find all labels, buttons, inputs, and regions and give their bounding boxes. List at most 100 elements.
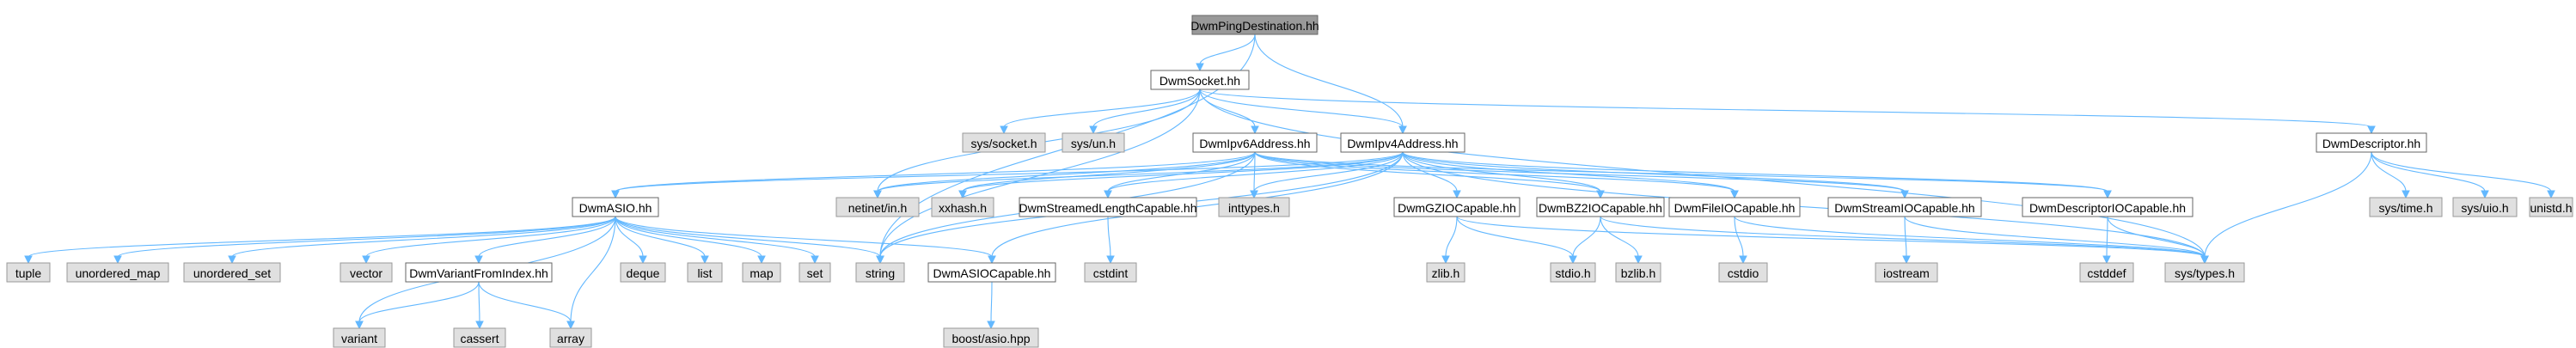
node-list: list [687, 262, 723, 283]
node-dwm-file-iocapable[interactable]: DwmFileIOCapable.hh [1668, 197, 1801, 217]
arrowhead-icon [566, 321, 575, 330]
edge-dwm-file-iocapable-to-sys-types [1734, 216, 2206, 258]
edge-dwm-asio-to-deque [615, 216, 644, 258]
node-box [2079, 262, 2134, 283]
node-dwm-socket[interactable]: DwmSocket.hh [1150, 70, 1250, 90]
edge-dwm-ipv4-address-to-dwm-file-iocapable [1402, 151, 1735, 192]
edge-dwm-ipv6-address-to-inttypes [1253, 151, 1256, 192]
node-label: DwmIpv6Address.hh [1199, 137, 1310, 150]
node-box [1340, 132, 1465, 153]
node-boost-asio: boost/asio.hpp [943, 327, 1039, 348]
node-dwm-descriptor-iocapable[interactable]: DwmDescriptorIOCapable.hh [2022, 197, 2194, 217]
edge-dwm-ipv6-address-to-dwm-descriptor-iocapable [1254, 151, 2108, 192]
node-array: array [549, 327, 592, 348]
edge-dwm-asio-to-tuple [28, 216, 616, 258]
edge-dwm-socket-to-sys-un [1092, 89, 1201, 128]
arrowhead-icon [701, 255, 709, 265]
arrowhead-icon [1251, 125, 1259, 135]
edge-dwm-stream-iocapable-to-sys-types [1904, 216, 2206, 258]
edge-dwm-gziocapable-to-stdio [1456, 216, 1574, 258]
arrowhead-icon [2200, 255, 2209, 265]
node-label: sys/socket.h [970, 137, 1037, 150]
edge-dwm-ipv6-address-to-dwm-stream-iocapable [1254, 151, 1906, 192]
node-label: stdio.h [1555, 266, 1590, 280]
node-dwm-streamed-length-capable[interactable]: DwmStreamedLengthCapable.hh [1019, 197, 1197, 217]
node-label: netinet/in.h [848, 201, 908, 215]
arrowhead-icon [1104, 190, 1112, 199]
node-box [340, 262, 393, 283]
node-box [1192, 132, 1318, 153]
edge-dwm-socket-to-sys-socket [1003, 89, 1201, 128]
arrowhead-icon [1730, 190, 1739, 199]
edge-dwm-streamed-length-capable-to-cstdint [1107, 216, 1111, 258]
node-dwm-bz2-iocapable[interactable]: DwmBZ2IOCapable.hh [1536, 197, 1665, 217]
arrowhead-icon [1900, 190, 1909, 199]
arrowhead-icon [811, 255, 819, 265]
node-dwm-gziocapable[interactable]: DwmGZIOCapable.hh [1393, 197, 1521, 217]
arrowhead-icon [1739, 255, 1747, 265]
edge-dwm-socket-to-dwm-descriptor [1199, 89, 2372, 128]
arrowhead-icon [1106, 255, 1115, 265]
node-string: string [855, 262, 905, 283]
node-dwm-variant-from-index[interactable]: DwmVariantFromIndex.hh [405, 262, 553, 283]
edge-dwm-asio-to-string [615, 216, 881, 258]
edge-dwm-ipv6-address-to-dwm-asio [615, 151, 1256, 192]
node-dwm-descriptor[interactable]: DwmDescriptor.hh [2316, 132, 2427, 153]
node-label: DwmASIO.hh [579, 201, 652, 215]
arrowhead-icon [475, 321, 484, 330]
edge-dwm-bz2-iocapable-to-stdio [1572, 216, 1601, 258]
node-label: DwmPingDestination.hh [1190, 19, 1319, 33]
node-box [962, 132, 1046, 153]
node-box [927, 262, 1056, 283]
node-vector: vector [340, 262, 393, 283]
node-box [6, 262, 51, 283]
node-label: unordered_map [76, 266, 161, 280]
node-unordered-map: unordered_map [66, 262, 169, 283]
node-label: sys/types.h [2175, 266, 2235, 280]
edge-dwm-ipv4-address-to-dwm-asio [615, 151, 1404, 192]
node-box [1550, 262, 1596, 283]
node-unistd: unistd.h [2529, 197, 2573, 217]
node-box [2529, 197, 2573, 217]
node-label: DwmSocket.hh [1160, 74, 1240, 88]
node-label: unordered_set [193, 266, 271, 280]
arrowhead-icon [2481, 190, 2489, 199]
edge-dwm-descriptor-to-unistd [2371, 151, 2552, 192]
node-inttypes: inttypes.h [1218, 197, 1290, 217]
node-label: DwmDescriptor.hh [2322, 137, 2420, 150]
edge-dwm-ipv4-address-to-netinet-in [877, 151, 1404, 192]
arrowhead-icon [639, 255, 647, 265]
arrowhead-icon [1569, 255, 1577, 265]
arrowhead-icon [873, 190, 882, 199]
node-label: iostream [1883, 266, 1930, 280]
node-box [66, 262, 169, 283]
node-label: map [750, 266, 773, 280]
node-dwm-ping-destination[interactable]: DwmPingDestination.hh [1190, 15, 1319, 35]
node-cstddef: cstddef [2079, 262, 2134, 283]
node-box [1019, 197, 1197, 217]
node-variant: variant [333, 327, 386, 348]
node-dwm-ipv6-address[interactable]: DwmIpv6Address.hh [1192, 132, 1318, 153]
node-dwm-ipv4-address[interactable]: DwmIpv4Address.hh [1340, 132, 1465, 153]
edge-dwm-variant-from-index-to-cassert [478, 281, 480, 323]
node-box [1191, 15, 1319, 35]
node-box [549, 327, 592, 348]
node-sys-time: sys/time.h [2369, 197, 2443, 217]
edge-dwm-gziocapable-to-sys-types [1456, 216, 2206, 258]
node-dwm-stream-iocapable[interactable]: DwmStreamIOCapable.hh [1827, 197, 1982, 217]
node-dwm-asiocapable[interactable]: DwmASIOCapable.hh [927, 262, 1056, 283]
edge-dwm-ipv4-address-to-sys-types [1402, 151, 2206, 258]
node-label: zlib.h [1432, 266, 1460, 280]
node-dwm-asio[interactable]: DwmASIO.hh [572, 197, 659, 217]
node-box [1615, 262, 1661, 283]
arrowhead-icon [1196, 63, 1204, 72]
arrowhead-icon [1441, 255, 1450, 265]
node-box [1062, 132, 1125, 153]
node-label: string [866, 266, 895, 280]
node-box [572, 197, 659, 217]
node-unordered-set: unordered_set [183, 262, 281, 283]
arrowhead-icon [2103, 190, 2112, 199]
node-label: variant [341, 332, 377, 345]
node-box [1827, 197, 1982, 217]
node-sys-un: sys/un.h [1062, 132, 1125, 153]
